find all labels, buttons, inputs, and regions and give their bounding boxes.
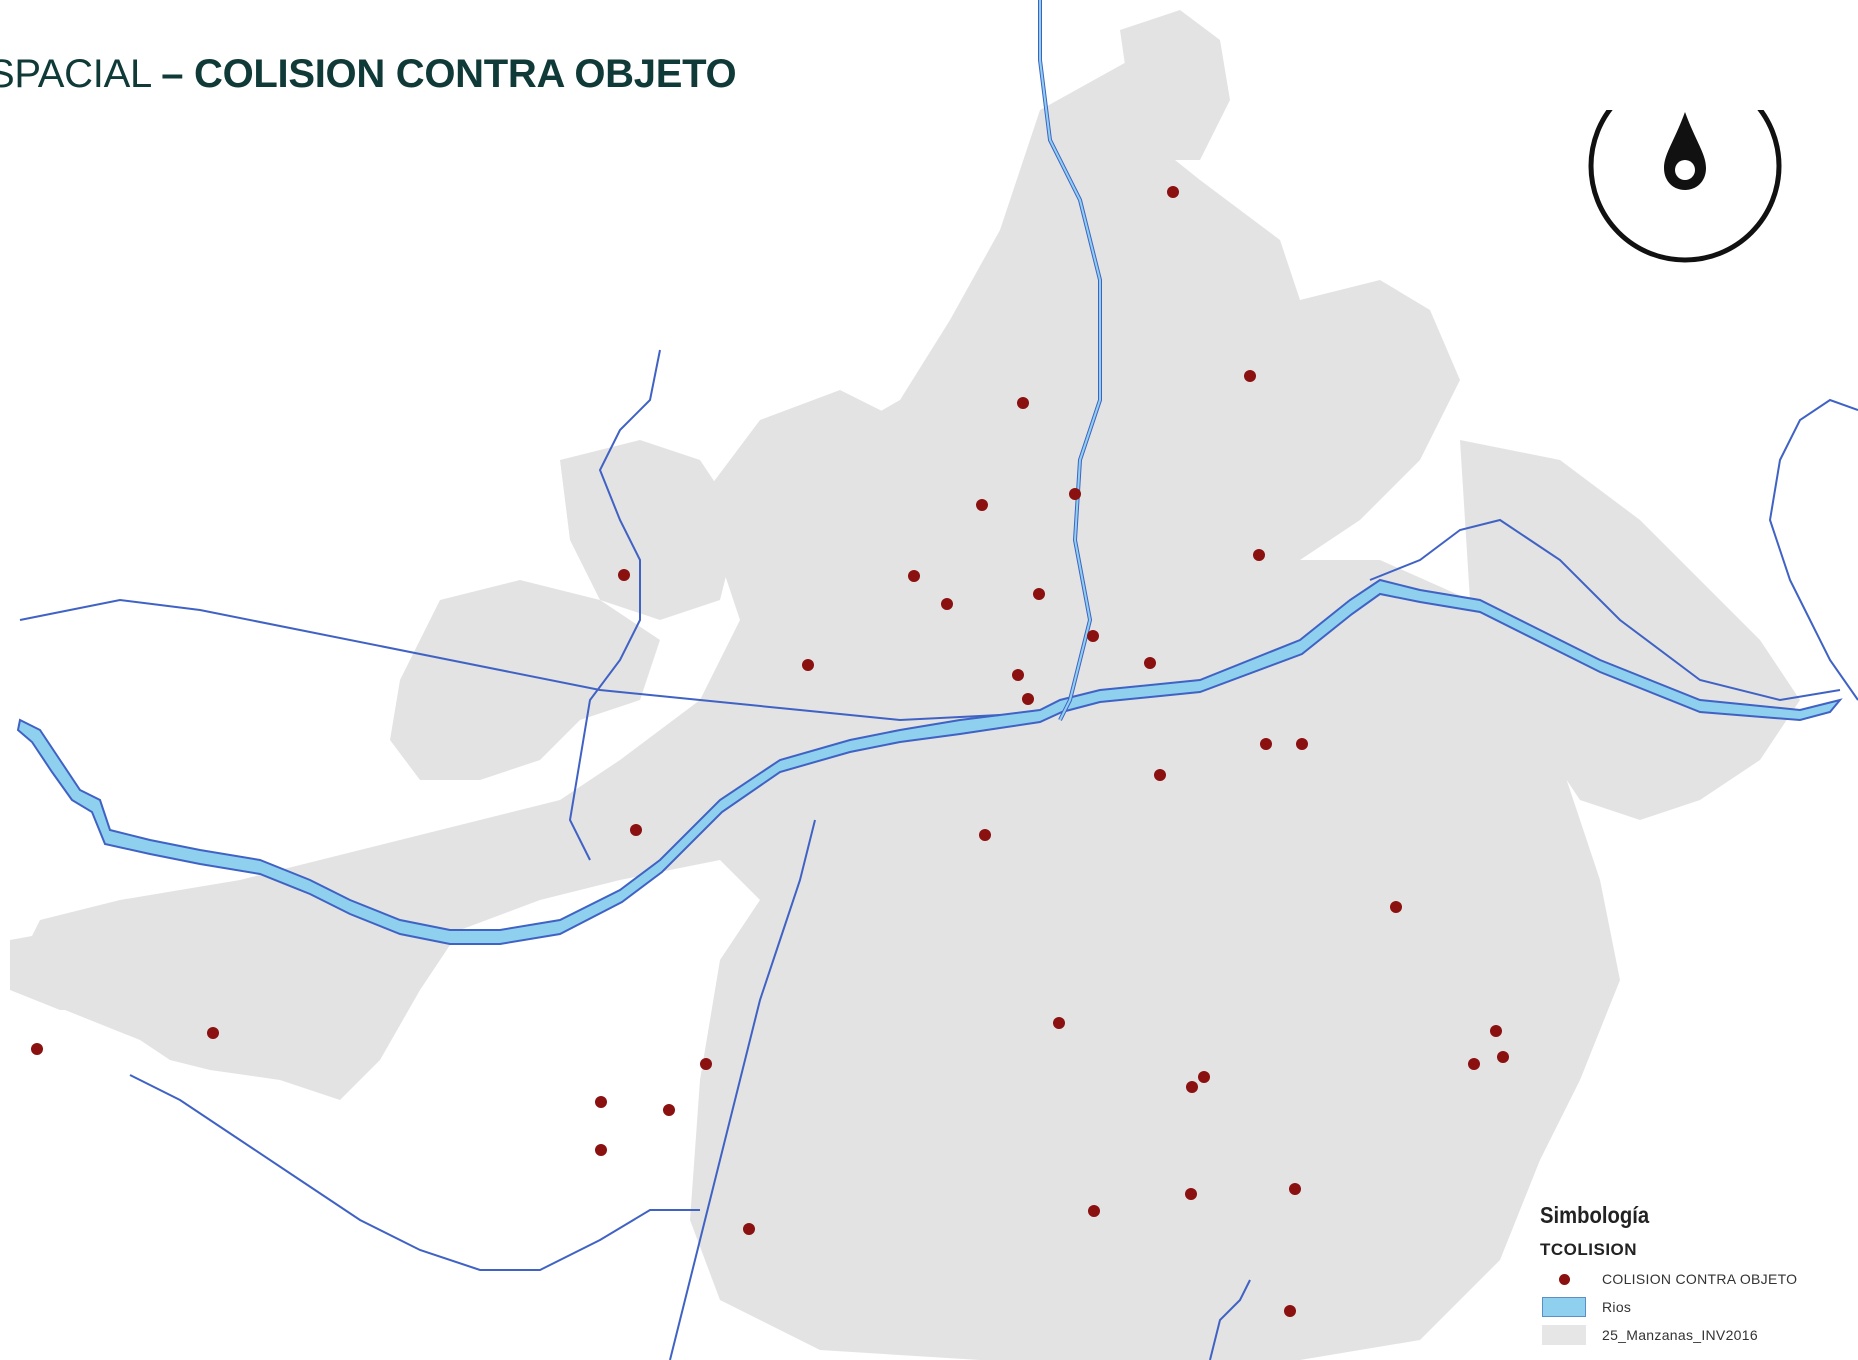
- collision-point[interactable]: [618, 569, 630, 581]
- legend-item-collision[interactable]: COLISION CONTRA OBJETO: [1540, 1268, 1797, 1290]
- north-arrow-hole: [1675, 160, 1695, 180]
- collision-point[interactable]: [1185, 1188, 1197, 1200]
- collision-point[interactable]: [595, 1096, 607, 1108]
- river-south-canal: [669, 819, 816, 1360]
- collision-point[interactable]: [976, 499, 988, 511]
- collision-point[interactable]: [1490, 1025, 1502, 1037]
- collision-point[interactable]: [1154, 769, 1166, 781]
- legend-item-label: 25_Manzanas_INV2016: [1602, 1327, 1758, 1343]
- legend-item-label: COLISION CONTRA OBJETO: [1602, 1271, 1798, 1287]
- legend-item-label: Rios: [1602, 1299, 1632, 1315]
- collision-point[interactable]: [1053, 1017, 1065, 1029]
- collision-dot-icon: [1558, 1273, 1570, 1285]
- collision-point[interactable]: [1017, 397, 1029, 409]
- river-swatch-icon: [1542, 1297, 1586, 1317]
- collision-point[interactable]: [802, 659, 814, 671]
- collision-point[interactable]: [1289, 1183, 1301, 1195]
- urban-area-far-east: [1460, 440, 1800, 820]
- collision-points-layer[interactable]: [31, 186, 1509, 1317]
- collision-point[interactable]: [1144, 657, 1156, 669]
- river-east-branch: [1369, 518, 1841, 702]
- legend-item-rivers[interactable]: Rios: [1540, 1296, 1631, 1318]
- collision-point[interactable]: [1284, 1305, 1296, 1317]
- block-swatch-icon: [1542, 1325, 1586, 1345]
- collision-point[interactable]: [1260, 738, 1272, 750]
- collision-point[interactable]: [1198, 1071, 1210, 1083]
- collision-point[interactable]: [743, 1223, 755, 1235]
- collision-point[interactable]: [1244, 370, 1256, 382]
- collision-point[interactable]: [1296, 738, 1308, 750]
- urban-area-northwest: [560, 440, 740, 620]
- river-far-east: [1768, 398, 1858, 701]
- north-arrow-ring: [1588, 110, 1782, 263]
- legend-group-title: TCOLISION: [1540, 1240, 1638, 1259]
- legend: Simbología TCOLISION COLISION CONTRA OBJ…: [1530, 1196, 1850, 1356]
- legend-title: Simbología: [1540, 1202, 1650, 1228]
- urban-area-main: [20, 390, 1620, 1360]
- collision-point[interactable]: [595, 1144, 607, 1156]
- collision-point[interactable]: [1022, 693, 1034, 705]
- river-main: [16, 578, 1843, 945]
- collision-point[interactable]: [1088, 1205, 1100, 1217]
- urban-area-top: [1120, 10, 1230, 160]
- collision-point[interactable]: [31, 1043, 43, 1055]
- collision-point[interactable]: [979, 829, 991, 841]
- river-northwest-branch: [568, 349, 661, 861]
- collision-point[interactable]: [1167, 186, 1179, 198]
- collision-point[interactable]: [1069, 488, 1081, 500]
- collision-point[interactable]: [1497, 1051, 1509, 1063]
- collision-point[interactable]: [908, 570, 920, 582]
- collision-point[interactable]: [1186, 1081, 1198, 1093]
- collision-point[interactable]: [1253, 549, 1265, 561]
- legend-swatch-river: [1540, 1296, 1588, 1318]
- river-north-fill: [1039, 0, 1101, 721]
- collision-point[interactable]: [1087, 630, 1099, 642]
- urban-area-west: [390, 580, 660, 780]
- legend-swatch-dot: [1540, 1268, 1588, 1290]
- collision-point[interactable]: [1390, 901, 1402, 913]
- collision-point[interactable]: [663, 1104, 675, 1116]
- collision-point[interactable]: [941, 598, 953, 610]
- map-title-prefix: SPACIAL: [0, 52, 162, 96]
- collision-point[interactable]: [207, 1027, 219, 1039]
- river-west-channel: [19, 598, 1001, 722]
- urban-area-southwest: [10, 920, 220, 1010]
- legend-swatch-block: [1540, 1324, 1588, 1346]
- river-southwest-canal: [129, 1074, 700, 1271]
- map-title-bold: – COLISION CONTRA OBJETO: [161, 52, 737, 96]
- map-title: SPACIAL – COLISION CONTRA OBJETO: [0, 52, 737, 97]
- collision-point[interactable]: [1033, 588, 1045, 600]
- collision-point[interactable]: [700, 1058, 712, 1070]
- collision-point[interactable]: [1468, 1058, 1480, 1070]
- legend-item-blocks[interactable]: 25_Manzanas_INV2016: [1540, 1324, 1758, 1346]
- river-south-stream: [1209, 1279, 1251, 1360]
- collision-point[interactable]: [1012, 669, 1024, 681]
- city-blocks-layer: [10, 10, 1800, 1360]
- north-arrow-needle: [1664, 112, 1706, 190]
- collision-point[interactable]: [630, 824, 642, 836]
- rivers-layer: [16, 0, 1858, 1360]
- north-arrow-icon: [1588, 110, 1782, 263]
